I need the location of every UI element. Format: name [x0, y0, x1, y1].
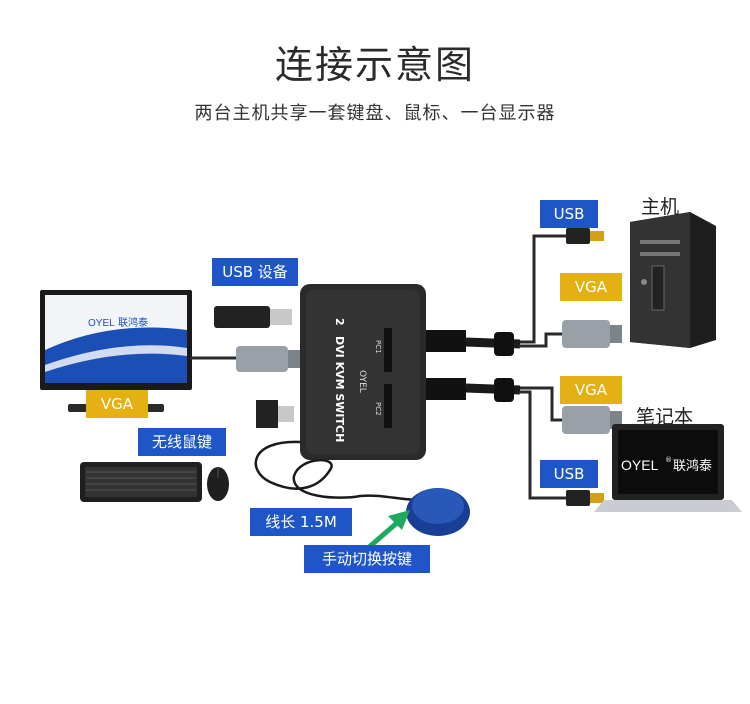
switch-port1-label: PC1 [374, 340, 382, 354]
switch-number: 2 [333, 318, 346, 326]
usb-device-tag: USB 设备 [212, 258, 298, 286]
vga-plug-monitor-icon [236, 346, 300, 372]
kvm-switch-body [300, 284, 426, 460]
host-label: 主机 [641, 196, 680, 218]
green-arrow-icon [366, 510, 410, 550]
switch-output-cables [426, 234, 566, 500]
switch-model-name: DVI KVM SWITCH [333, 336, 346, 442]
monitor-brand-name: 联鸿泰 [118, 316, 148, 329]
keyboard-illustration [80, 462, 202, 502]
button-cable [254, 440, 421, 502]
usb-plug-host-icon [566, 228, 604, 244]
switch-brand: OYEL [357, 370, 367, 393]
laptop-brand-name: 联鸿泰 [673, 458, 712, 474]
switch-port2-label: PC2 [374, 402, 382, 416]
usb-flash-drive-icon [214, 306, 292, 328]
pc-tower-illustration [630, 212, 716, 348]
monitor-logo: OYEL [88, 318, 115, 329]
vga-plug-host-icon [562, 320, 622, 348]
laptop-logo: OYEL [621, 457, 659, 473]
cable-length-tag: 线长 1.5M [250, 508, 352, 536]
page-title: 连接示意图 [274, 43, 475, 87]
wireless-keyboard-mouse-tag: 无线鼠键 [138, 428, 226, 456]
mouse-illustration [207, 467, 229, 501]
laptop-logo-mark: ® [665, 456, 672, 464]
laptop-illustration [594, 424, 742, 512]
page-subtitle: 两台主机共享一套键盘、鼠标、一台显示器 [194, 103, 556, 124]
vga-laptop-tag: VGA [560, 376, 622, 404]
vga-host-tag: VGA [560, 273, 622, 301]
laptop-label: 笔记本 [636, 406, 694, 428]
usb-laptop-tag: USB [540, 460, 598, 488]
vga-monitor-tag: VGA [86, 390, 148, 418]
wireless-receiver-icon [256, 400, 294, 428]
manual-switch-button-icon [406, 488, 470, 536]
usb-plug-laptop-icon [566, 490, 604, 506]
manual-switch-button-tag: 手动切换按键 [304, 545, 430, 573]
usb-host-tag: USB [540, 200, 598, 228]
